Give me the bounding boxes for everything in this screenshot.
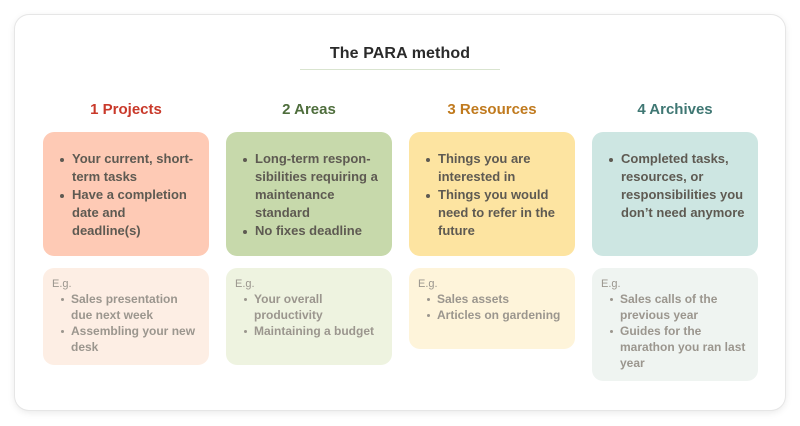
resources-point: Things you would need to refer in the fu… xyxy=(425,186,563,240)
areas-point: Long-term respon-sibilities requiring a … xyxy=(242,150,380,222)
areas-example: Maintaining a budget xyxy=(244,323,380,339)
projects-point: Have a completion date and deadline(s) xyxy=(59,186,197,240)
archives-heading: 4 Archives xyxy=(637,101,713,118)
archives-examples-card: E.g. Sales calls of the previous year Gu… xyxy=(592,268,758,381)
examples-label: E.g. xyxy=(418,278,438,290)
examples-label: E.g. xyxy=(235,278,255,290)
projects-example: Sales presentation due next week xyxy=(61,291,197,323)
resources-example: Articles on gardening xyxy=(427,307,563,323)
examples-label: E.g. xyxy=(601,278,621,290)
areas-heading: 2 Areas xyxy=(282,101,336,118)
projects-examples-card: E.g. Sales presentation due next week As… xyxy=(43,268,209,365)
areas-point: No fixes deadline xyxy=(242,222,380,240)
projects-definition-card: Your current, short-term tasks Have a co… xyxy=(43,132,209,256)
examples-label: E.g. xyxy=(52,278,72,290)
projects-example: Assembling your new desk xyxy=(61,323,197,355)
archives-example: Sales calls of the previous year xyxy=(610,291,746,323)
projects-point: Your current, short-term tasks xyxy=(59,150,197,186)
areas-definition-card: Long-term respon-sibilities requiring a … xyxy=(226,132,392,256)
resources-heading: 3 Resources xyxy=(447,101,537,118)
archives-example: Guides for the marathon you ran last yea… xyxy=(610,323,746,371)
diagram-title: The PARA method xyxy=(329,45,471,62)
title-divider xyxy=(300,69,500,70)
areas-examples-card: E.g. Your overall productivity Maintaini… xyxy=(226,268,392,365)
resources-examples-card: E.g. Sales assets Articles on gardening xyxy=(409,268,575,349)
archives-definition-card: Completed tasks, resources, or responsib… xyxy=(592,132,758,256)
projects-heading: 1 Projects xyxy=(90,101,162,118)
resources-definition-card: Things you are interested in Things you … xyxy=(409,132,575,256)
resources-example: Sales assets xyxy=(427,291,563,307)
archives-point: Completed tasks, resources, or responsib… xyxy=(608,150,746,222)
resources-point: Things you are interested in xyxy=(425,150,563,186)
areas-example: Your overall productivity xyxy=(244,291,380,323)
